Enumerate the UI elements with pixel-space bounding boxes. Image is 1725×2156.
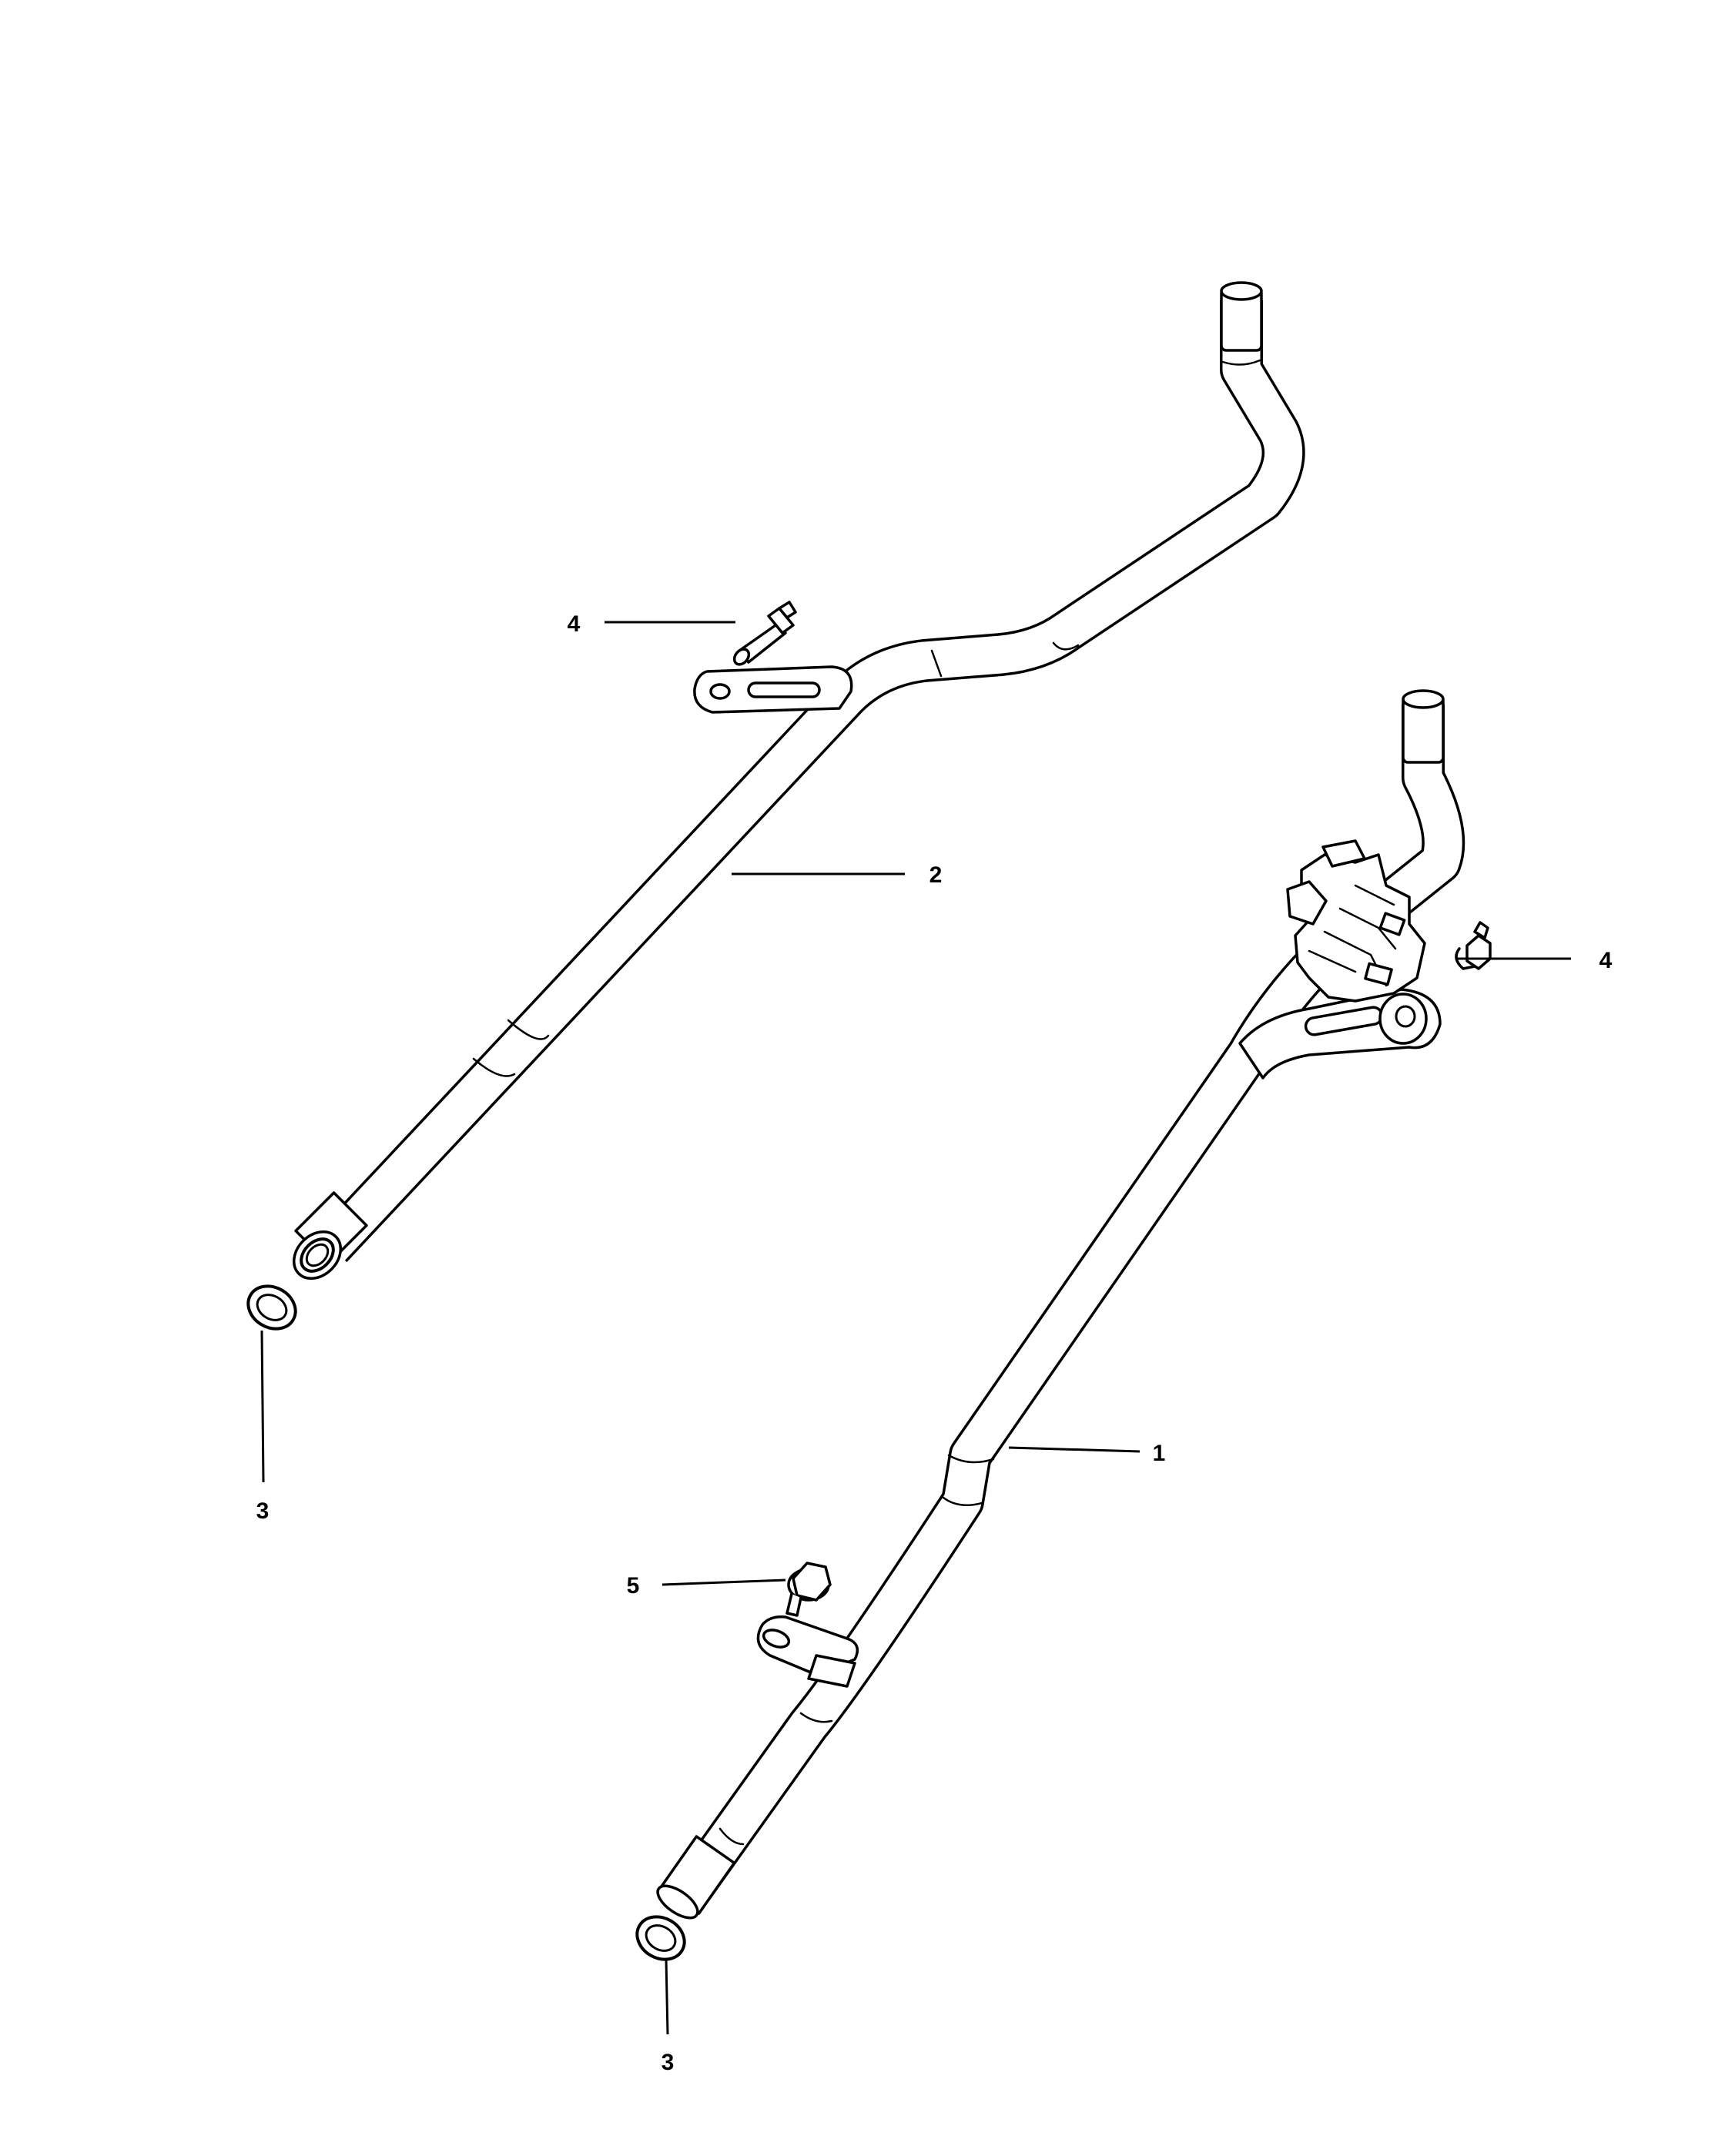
- callout-2: 2: [929, 862, 943, 888]
- leader-line-3-lower: [665, 1959, 669, 2035]
- leader-line-1: [1008, 1446, 1141, 1453]
- callout-4-upper: 4: [568, 611, 581, 637]
- callout-3-lower: 3: [662, 2050, 675, 2075]
- tube-2-bracket: [693, 665, 853, 714]
- tube-part-2: [292, 281, 1305, 1281]
- seal-ring-part-3-upper: [246, 1284, 297, 1331]
- callout-1: 1: [1153, 1441, 1166, 1466]
- seal-ring-part-3-lower: [635, 1915, 686, 1961]
- callout-3-upper: 3: [256, 1498, 270, 1524]
- tube-2-end-fitting: [292, 1191, 368, 1281]
- callout-5: 5: [627, 1573, 640, 1599]
- tube-1-end-fitting: [656, 1835, 736, 1920]
- tube-part-1: [656, 689, 1465, 1920]
- bolt-part-4-upper: [732, 601, 797, 666]
- tube-1-upper-bracket: [1238, 988, 1442, 1080]
- bolt-part-5: [785, 1562, 832, 1617]
- leader-line-3-upper: [260, 1330, 265, 1483]
- leader-line-5: [662, 1578, 786, 1586]
- tube-1-lower-bracket: [756, 1615, 859, 1688]
- bolt-part-4-lower: [1455, 921, 1492, 970]
- callout-4-lower: 4: [1599, 948, 1613, 973]
- valve-assembly: [1286, 839, 1426, 1003]
